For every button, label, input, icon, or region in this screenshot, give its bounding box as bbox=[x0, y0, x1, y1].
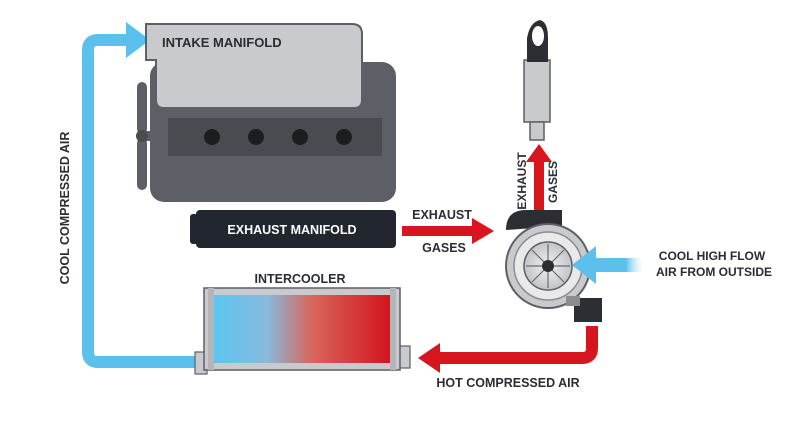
intercooler-core bbox=[214, 295, 390, 363]
cylinder-4 bbox=[336, 129, 352, 145]
cool-compressed-air-pipe bbox=[82, 22, 200, 368]
hot-air-arrowhead bbox=[418, 343, 440, 373]
exhaust-gases-label-top: EXHAUST bbox=[412, 208, 472, 222]
cool-air-label-line2: AIR FROM OUTSIDE bbox=[656, 265, 772, 279]
cylinder-2 bbox=[248, 129, 264, 145]
intake-manifold bbox=[145, 23, 363, 109]
exhaust-port bbox=[222, 202, 236, 210]
intercooler-label: INTERCOOLER bbox=[255, 272, 346, 286]
exhaust-up-label-left: EXHAUST bbox=[515, 152, 529, 210]
exhaust-manifold bbox=[190, 210, 396, 248]
tailpipe bbox=[523, 20, 551, 141]
cool-compressed-air-label: COOL COMPRESSED AIR bbox=[58, 132, 72, 285]
hot-compressed-air-pipe bbox=[418, 326, 598, 373]
turbocharger bbox=[505, 210, 602, 322]
exhaust-up-label-right: GASES bbox=[546, 161, 560, 203]
intake-manifold-label: INTAKE MANIFOLD bbox=[162, 35, 282, 50]
cylinder-3 bbox=[292, 129, 308, 145]
cylinder-1 bbox=[204, 129, 220, 145]
exhaust-up-arrow bbox=[526, 144, 552, 210]
intercooler bbox=[194, 287, 411, 375]
exhaust-manifold-label: EXHAUST MANIFOLD bbox=[227, 223, 356, 237]
exhaust-gases-label-bottom: GASES bbox=[422, 241, 466, 255]
cool-air-input-arrow bbox=[572, 246, 644, 284]
cool-air-label-line1: COOL HIGH FLOW bbox=[659, 249, 766, 263]
exhaust-port bbox=[268, 202, 282, 210]
cool-air-arrowhead bbox=[126, 22, 150, 58]
exhaust-port bbox=[314, 202, 328, 210]
hot-compressed-air-label: HOT COMPRESSED AIR bbox=[436, 376, 579, 390]
exhaust-gases-arrow bbox=[402, 218, 494, 244]
